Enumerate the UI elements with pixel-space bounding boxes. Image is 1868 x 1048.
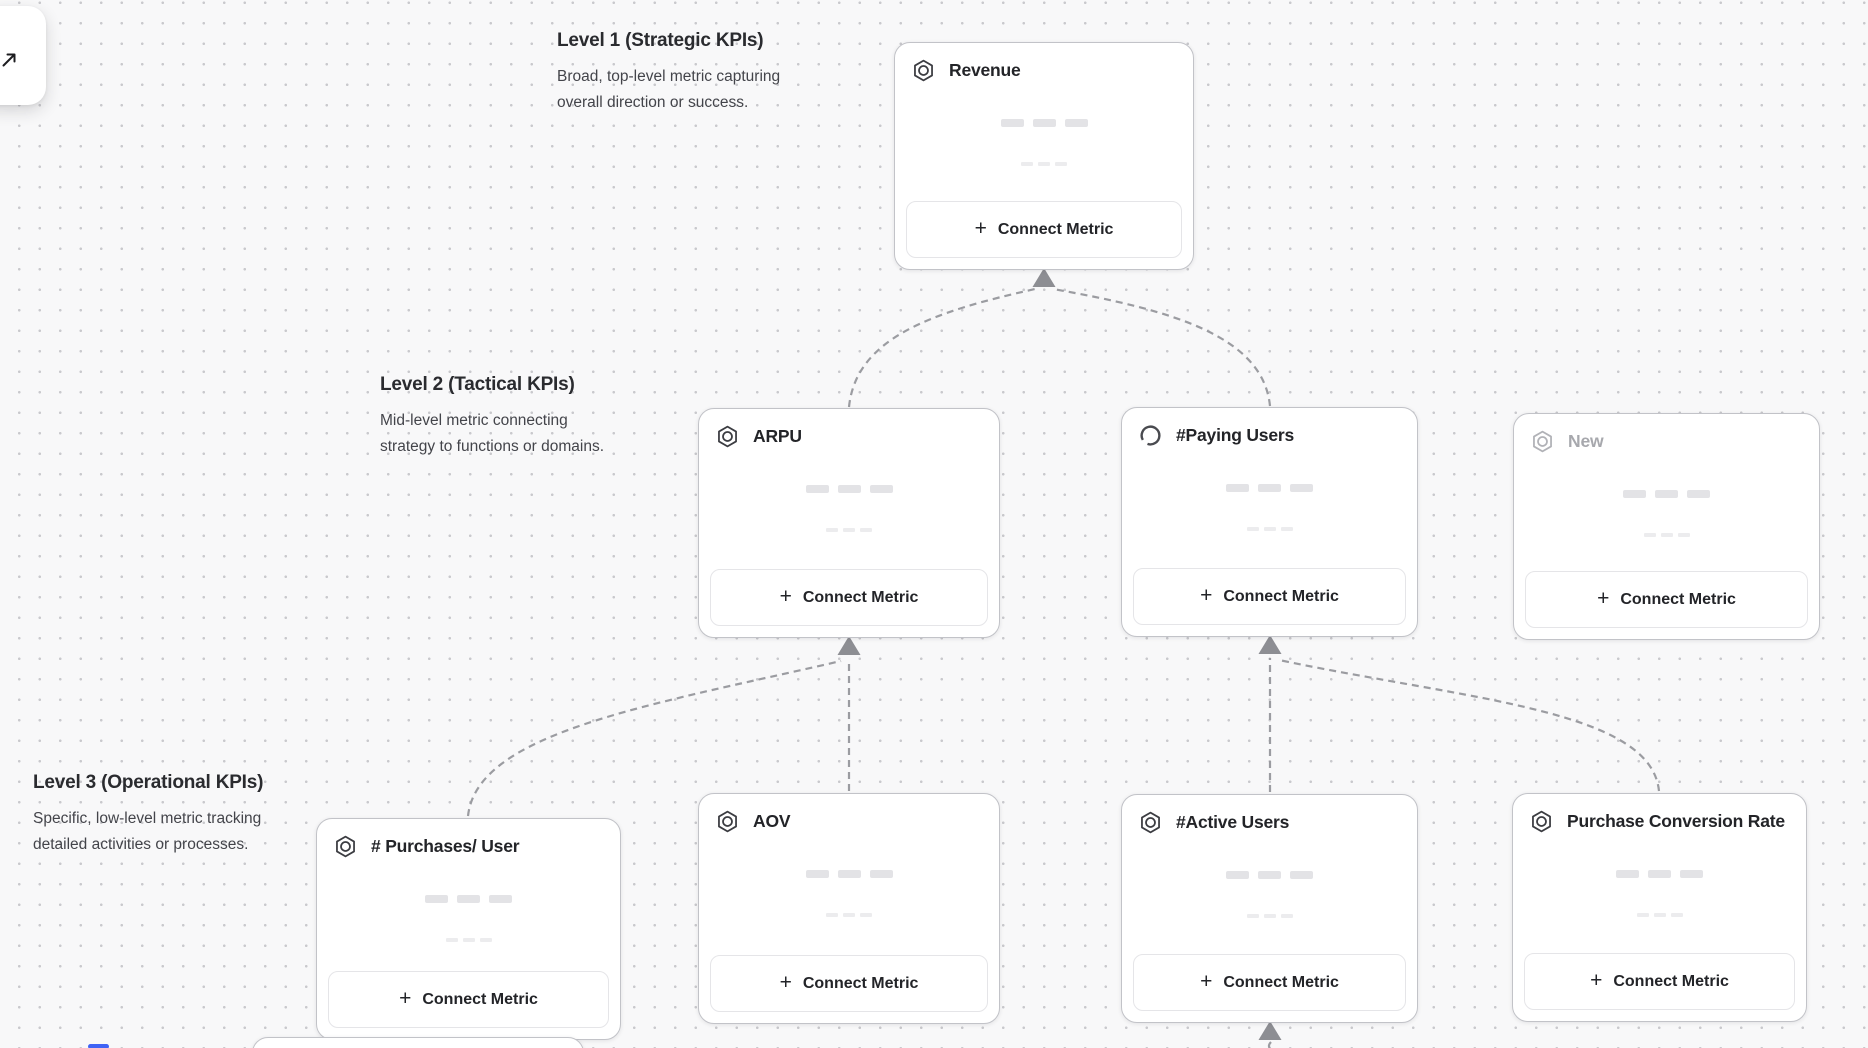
connect-metric-button[interactable]: + Connect Metric	[710, 955, 988, 1012]
connect-metric-button[interactable]: + Connect Metric	[1524, 953, 1795, 1010]
plus-icon: +	[779, 971, 792, 994]
connector-payingusers-to-revenue	[1052, 287, 1272, 407]
level-3-description: Specific, low-level metric tracking deta…	[33, 810, 262, 853]
plus-icon: +	[399, 987, 412, 1010]
plus-icon: +	[1590, 969, 1603, 992]
arrowhead-payingusers	[1258, 635, 1282, 654]
connect-metric-label: Connect Metric	[422, 990, 538, 1008]
level-1-description: Broad, top-level metric capturing overal…	[557, 68, 781, 111]
skeleton-row	[1122, 914, 1417, 918]
skeleton-row	[1122, 527, 1417, 531]
metric-card-aov[interactable]: AOV + Connect Metric	[698, 793, 1000, 1024]
hexagon-badge-icon	[715, 809, 740, 834]
card-header: New	[1514, 414, 1819, 469]
metric-title: ARPU	[753, 426, 802, 446]
metric-card-paying-users[interactable]: #Paying Users + Connect Metric	[1121, 407, 1418, 637]
skeleton-row	[895, 162, 1193, 166]
card-header: Purchase Conversion Rate	[1513, 794, 1806, 849]
skeleton-row	[699, 870, 999, 878]
connect-metric-label: Connect Metric	[802, 588, 919, 606]
card-header: AOV	[699, 794, 999, 849]
arrowhead-revenue	[1032, 268, 1056, 287]
hexagon-badge-icon	[333, 834, 358, 859]
arrowhead-activeusers	[1258, 1021, 1282, 1040]
hexagon-badge-icon	[1530, 429, 1555, 454]
level-2-description: Mid-level metric connecting strategy to …	[380, 412, 605, 455]
metric-card-active-users[interactable]: #Active Users + Connect Metric	[1121, 794, 1418, 1023]
connector-pcr-to-payingusers	[1278, 658, 1661, 792]
card-header: Revenue	[895, 43, 1193, 98]
floating-toolbar[interactable]	[0, 6, 46, 105]
skeleton-row	[317, 938, 620, 942]
level-1-title: Level 1 (Strategic KPIs)	[557, 30, 764, 51]
level-3-title: Level 3 (Operational KPIs)	[33, 772, 264, 793]
metric-title: Purchase Conversion Rate	[1567, 811, 1785, 831]
card-header: #Active Users	[1122, 795, 1417, 850]
connect-metric-label: Connect Metric	[1223, 587, 1339, 605]
metric-title: # Purchases/ User	[371, 836, 520, 856]
connect-metric-label: Connect Metric	[1620, 590, 1736, 608]
level-1-label: Level 1 (Strategic KPIs) Broad, top-leve…	[557, 30, 780, 116]
card-header: #Paying Users	[1122, 408, 1417, 463]
skeleton-row	[1513, 870, 1806, 878]
connect-metric-button[interactable]: + Connect Metric	[1525, 571, 1808, 628]
cursor-arrow-icon	[2, 53, 16, 67]
metric-title: Revenue	[949, 60, 1021, 80]
plus-icon: +	[974, 217, 987, 240]
connect-metric-label: Connect Metric	[1613, 972, 1729, 990]
card-header: # Purchases/ User	[317, 819, 620, 874]
connect-metric-button[interactable]: + Connect Metric	[906, 201, 1182, 258]
connect-metric-label: Connect Metric	[1223, 973, 1339, 991]
skeleton-row	[1122, 871, 1417, 879]
connect-metric-button[interactable]: + Connect Metric	[1133, 954, 1406, 1011]
connect-metric-label: Connect Metric	[997, 220, 1114, 238]
metric-card-revenue[interactable]: Revenue + Connect Metric	[894, 42, 1194, 270]
metric-title: New	[1568, 431, 1604, 451]
metric-title: #Active Users	[1176, 812, 1290, 832]
connect-metric-button[interactable]: + Connect Metric	[1133, 568, 1406, 625]
hexagon-badge-icon	[1529, 809, 1554, 834]
skeleton-row	[895, 119, 1193, 127]
metric-title: #Paying Users	[1176, 425, 1295, 445]
level-2-label: Level 2 (Tactical KPIs) Mid-level metric…	[380, 374, 604, 460]
hexagon-badge-icon	[715, 424, 740, 449]
plus-icon: +	[1200, 584, 1213, 607]
connect-metric-button[interactable]: + Connect Metric	[328, 971, 609, 1028]
hexagon-badge-icon	[1138, 810, 1163, 835]
level-2-title: Level 2 (Tactical KPIs)	[380, 374, 575, 395]
skeleton-row	[699, 913, 999, 917]
connect-metric-button[interactable]: + Connect Metric	[710, 569, 988, 626]
connect-metric-label: Connect Metric	[802, 974, 919, 992]
skeleton-row	[1122, 484, 1417, 492]
arrowhead-arpu	[837, 636, 861, 655]
spinner-icon	[1138, 423, 1163, 448]
plus-icon: +	[779, 585, 792, 608]
skeleton-row	[1514, 533, 1819, 537]
skeleton-row	[1513, 913, 1806, 917]
connector-arpu-to-revenue	[847, 287, 1036, 408]
metric-card-new[interactable]: New + Connect Metric	[1513, 413, 1820, 640]
hexagon-badge-icon	[911, 58, 936, 83]
metric-card-partial-offscreen[interactable]	[252, 1037, 584, 1048]
metric-card-purchase-conversion-rate[interactable]: Purchase Conversion Rate + Connect Metri…	[1512, 793, 1807, 1022]
skeleton-row	[699, 528, 999, 532]
card-header: ARPU	[699, 409, 999, 464]
metric-card-purchases-per-user[interactable]: # Purchases/ User + Connect Metric	[316, 818, 621, 1040]
plus-icon: +	[1200, 970, 1213, 993]
level-3-label: Level 3 (Operational KPIs) Specific, low…	[33, 772, 263, 858]
metric-title: AOV	[753, 811, 791, 831]
plus-icon: +	[1597, 587, 1610, 610]
metric-card-arpu[interactable]: ARPU + Connect Metric	[698, 408, 1000, 638]
selection-indicator-bar	[88, 1044, 109, 1048]
skeleton-row	[1514, 490, 1819, 498]
skeleton-row	[317, 895, 620, 903]
connector-offscreen-to-activeusers	[1267, 1041, 1272, 1048]
skeleton-row	[699, 485, 999, 493]
